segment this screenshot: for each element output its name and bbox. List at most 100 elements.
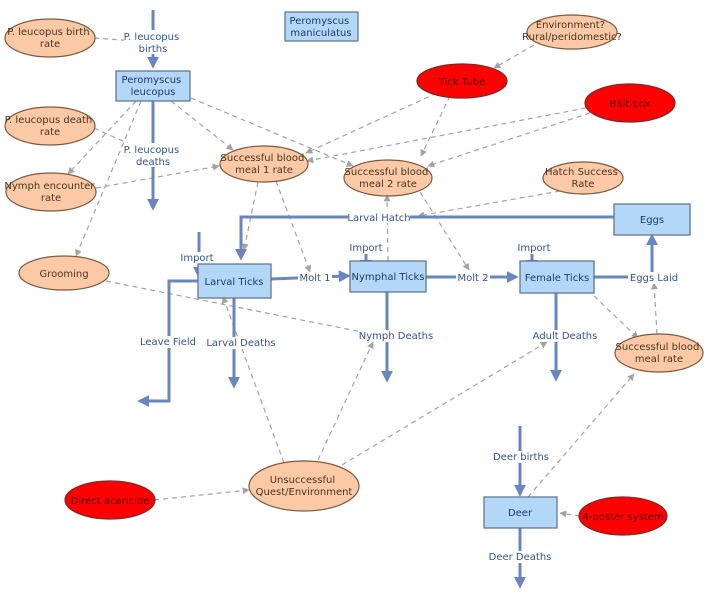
text-line: Rate [572, 179, 595, 190]
flow-label-larval-deaths: Larval Deaths [205, 337, 277, 349]
text-line: P. leucopus [124, 32, 180, 43]
text-line: Peromyscus [290, 16, 350, 27]
text-line: Successful blood [221, 153, 305, 164]
svg-text:P. leucopus death rate: P. leucopus death rate [5, 115, 96, 138]
link-meal2-to-molt2 [419, 191, 470, 271]
flow-label-import-nymphal: Import [348, 242, 384, 254]
text-line: Hatch Success [545, 167, 618, 178]
text-line: Successful blood [616, 342, 700, 353]
pipe-eggs-laid [594, 233, 658, 279]
svg-text:Deer: Deer [508, 508, 533, 519]
control-bait-box[interactable]: Bait box [584, 83, 676, 123]
svg-text:4-poster system: 4-poster system [582, 512, 663, 523]
svg-text:Deer Deaths: Deer Deaths [489, 552, 552, 563]
text-line: Nymph Deaths [359, 331, 433, 342]
flow-label-deer-births: Deer births [489, 451, 553, 463]
flow-label-eggs-laid: Eggs Laid [628, 272, 680, 284]
svg-text:Import: Import [180, 253, 213, 264]
link-leucopus-to-grooming [75, 100, 142, 257]
svg-text:Adult Deaths: Adult Deaths [533, 331, 598, 342]
aux-p-leucopus-death-rate[interactable]: P. leucopus death rate [4, 106, 96, 146]
aux-environment[interactable]: Environment? Rural/peridomestic? [522, 14, 622, 50]
svg-text:Nymph Deaths: Nymph Deaths [359, 331, 433, 342]
text-line: Environment? [536, 20, 605, 31]
text-line: Molt 2 [458, 273, 489, 284]
text-line: leucopus [131, 87, 176, 98]
svg-text:Import: Import [349, 243, 382, 254]
aux-successful-blood-meal-rate[interactable]: Successful blood meal rate [614, 333, 704, 373]
text-line: 4-poster system [582, 512, 663, 523]
stock-deer[interactable]: Deer [483, 496, 558, 529]
text-line: Rural/peridomestic? [522, 32, 622, 43]
svg-text:Successful blood meal ra: Successful blood meal rate [616, 342, 703, 365]
link-leucopus-to-encounter [67, 100, 137, 175]
flow-labels: P. leucopus births P. leucopus deaths La… [124, 30, 680, 563]
aux-nymph-encounter-rate[interactable]: Nymph encounter rate [4, 172, 97, 212]
svg-text:Peromyscus leucopus: Peromyscus leucopus [122, 75, 185, 98]
aux-hatch-success-rate[interactable]: Hatch Success Rate [542, 161, 624, 195]
aux-unsuccessful-quest-environment[interactable]: Unsuccessful Quest/Environment [248, 460, 360, 512]
svg-text:Larval Ticks: Larval Ticks [205, 277, 264, 288]
text-line: Deer [508, 508, 533, 519]
aux-successful-blood-meal-1-rate[interactable]: Successful blood meal 1 rate [219, 145, 309, 183]
aux-successful-blood-meal-2-rate[interactable]: Successful blood meal 2 rate [343, 159, 433, 197]
flow-label-larval-hatch: Larval Hatch [347, 211, 411, 224]
svg-text:P. leucopus birth rate: P. leucopus birth rate [7, 27, 92, 50]
text-line: Tick Tube [438, 77, 485, 88]
text-line: Import [349, 243, 382, 254]
text-line: Nymphal Ticks [352, 272, 425, 283]
stock-nymphal-ticks[interactable]: Nymphal Ticks [349, 260, 427, 293]
svg-text:Eggs Laid: Eggs Laid [630, 273, 678, 284]
text-line: Bait box [610, 99, 651, 110]
control-tick-tube[interactable]: Tick Tube [416, 63, 508, 99]
text-line: births [139, 44, 168, 55]
svg-text:Peromyscus maniculatus: Peromyscus maniculatus [290, 16, 353, 39]
svg-text:Female Ticks: Female Ticks [525, 273, 589, 284]
flow-label-p-leucopus-deaths: P. leucopus deaths [124, 143, 183, 168]
stock-peromyscus-leucopus[interactable]: Peromyscus leucopus [115, 70, 191, 102]
text-line: Direct acaricide [71, 496, 150, 507]
text-line: Unsuccessful [270, 475, 335, 486]
svg-text:Nymph encounter rate: Nymph encounter rate [4, 181, 97, 204]
svg-text:P. leucopus deaths: P. leucopus deaths [124, 145, 183, 168]
text-line: rate [41, 193, 61, 204]
text-line: deaths [136, 157, 170, 168]
aux-p-leucopus-birth-rate[interactable]: P. leucopus birth rate [4, 18, 96, 58]
stock-female-ticks[interactable]: Female Ticks [519, 260, 595, 294]
svg-text:Successful blood meal 2: Successful blood meal 2 rate [345, 167, 432, 190]
pipe-larval-hatch [235, 215, 614, 261]
text-line: Larval Deaths [206, 338, 275, 349]
link-baitbox-to-meal1 [306, 107, 587, 164]
flow-label-molt-1: Molt 1 [298, 272, 332, 284]
svg-text:Bait box: Bait box [610, 99, 651, 110]
link-baitbox-to-meal2 [427, 112, 591, 168]
link-ticktube-to-meal1 [305, 92, 438, 154]
flow-label-molt-2: Molt 2 [456, 272, 490, 284]
flow-label-adult-deaths: Adult Deaths [530, 330, 600, 342]
text-line: rate [40, 39, 60, 50]
text-line: Molt 1 [300, 273, 331, 284]
text-line: Deer Deaths [489, 552, 552, 563]
flow-label-import-larval: Import [179, 252, 215, 264]
stock-larval-ticks[interactable]: Larval Ticks [197, 263, 272, 299]
flow-label-leave-field: Leave Field [138, 336, 198, 348]
svg-text:Larval Hatch: Larval Hatch [347, 213, 410, 224]
control-direct-acaricide[interactable]: Direct acaricide [64, 480, 156, 520]
svg-text:Molt 2: Molt 2 [458, 273, 489, 284]
svg-text:Molt 1: Molt 1 [300, 273, 331, 284]
link-leucopus-to-meal1 [170, 100, 234, 151]
text-line: Leave Field [140, 337, 196, 348]
text-line: Adult Deaths [533, 331, 598, 342]
stock-peromyscus-maniculatus[interactable]: Peromyscus maniculatus [284, 11, 359, 42]
link-deer-to-meal [527, 373, 635, 498]
aux-grooming[interactable]: Grooming [18, 255, 110, 291]
stock-eggs[interactable]: Eggs [613, 203, 691, 236]
svg-text:Tick Tube: Tick Tube [438, 77, 485, 88]
control-four-poster-system[interactable]: 4-poster system [578, 496, 668, 536]
link-unsuccessful-to-larval [221, 296, 285, 464]
link-environment-to-ticktube [493, 44, 535, 69]
flow-label-p-leucopus-births: P. leucopus births [124, 30, 182, 55]
text-line: Nymph encounter [4, 181, 95, 192]
text-line: Larval Ticks [205, 277, 264, 288]
